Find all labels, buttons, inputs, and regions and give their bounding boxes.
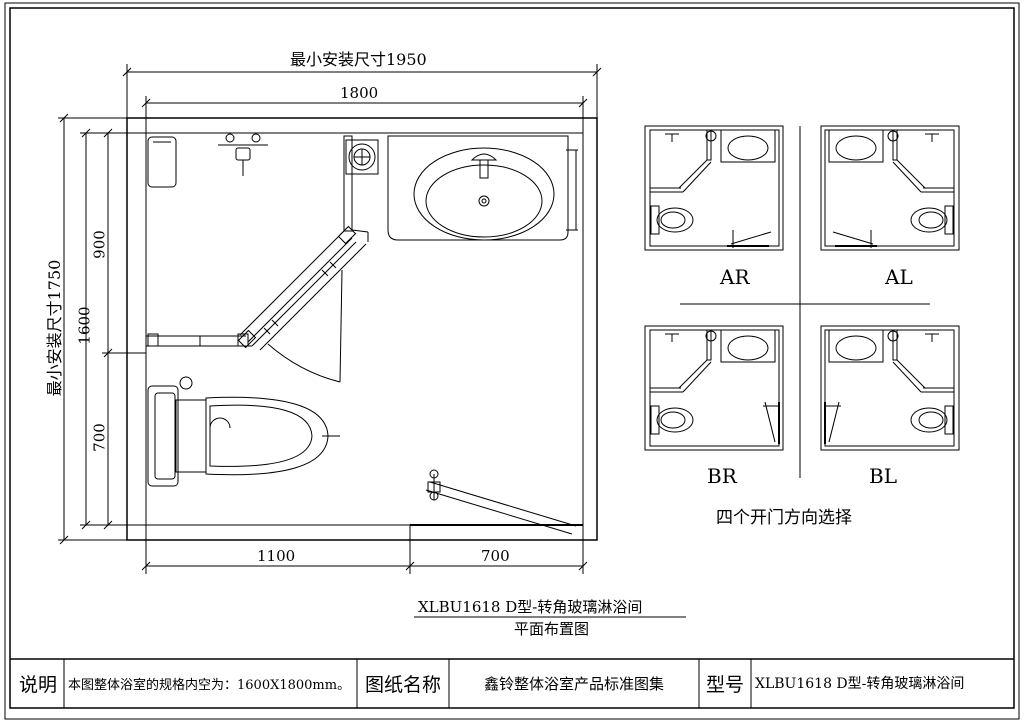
partition-wall	[343, 135, 353, 232]
caption-subtitle: 平面布置图	[514, 620, 590, 638]
outer-wall	[126, 117, 598, 541]
variant-al-diagram	[821, 126, 959, 250]
wash-basin	[387, 135, 578, 241]
title-block-model: XLBU1618 D型-转角玻璃淋浴间	[755, 676, 965, 692]
title-block-drawing-name: 鑫铃整体浴室产品标准图集	[483, 674, 664, 693]
dim-label-lower: 700	[90, 423, 109, 452]
dim-label-height: 1600	[75, 306, 94, 345]
inner-wall	[145, 132, 584, 526]
variant-label-br: BR	[707, 464, 737, 488]
title-block-drawing-name-label: 图纸名称	[364, 673, 441, 696]
floor-drain	[345, 139, 379, 175]
title-block-grid	[10, 658, 1014, 708]
toilet	[147, 376, 340, 487]
dim-label-min-width: 最小安装尺寸1950	[290, 50, 427, 69]
dim-label-width: 1800	[340, 84, 379, 102]
caption-title: XLBU1618 D型-转角玻璃淋浴间	[418, 598, 643, 616]
outer-border	[4, 2, 1020, 720]
inner-border	[9, 7, 1015, 709]
dim-label-min-height: 最小安装尺寸1750	[45, 259, 64, 397]
shower-shelf	[147, 136, 177, 188]
dim-label-bottom-right: 700	[481, 547, 510, 565]
title-block-desc-text: 本图整体浴室的规格内空为：1600X1800mm。	[68, 677, 351, 693]
variant-label-ar: AR	[720, 265, 750, 289]
main-floor-plan	[58, 64, 602, 574]
variants-caption: 四个开门方向选择	[716, 508, 852, 528]
title-block-desc-label: 说明	[18, 673, 57, 696]
dim-label-upper: 900	[90, 230, 109, 259]
variant-label-bl: BL	[869, 464, 897, 488]
shower-sill	[146, 333, 252, 347]
variant-br-diagram	[644, 325, 784, 451]
variant-ar-diagram	[644, 125, 784, 251]
shower-faucet	[218, 133, 268, 176]
dim-label-bottom-left: 1100	[257, 547, 296, 565]
title-block-model-label: 型号	[705, 673, 744, 696]
variant-bl-diagram	[821, 326, 959, 450]
entrance-door	[410, 469, 583, 535]
corner-glass-door	[237, 225, 367, 383]
variant-label-al: AL	[885, 265, 913, 289]
